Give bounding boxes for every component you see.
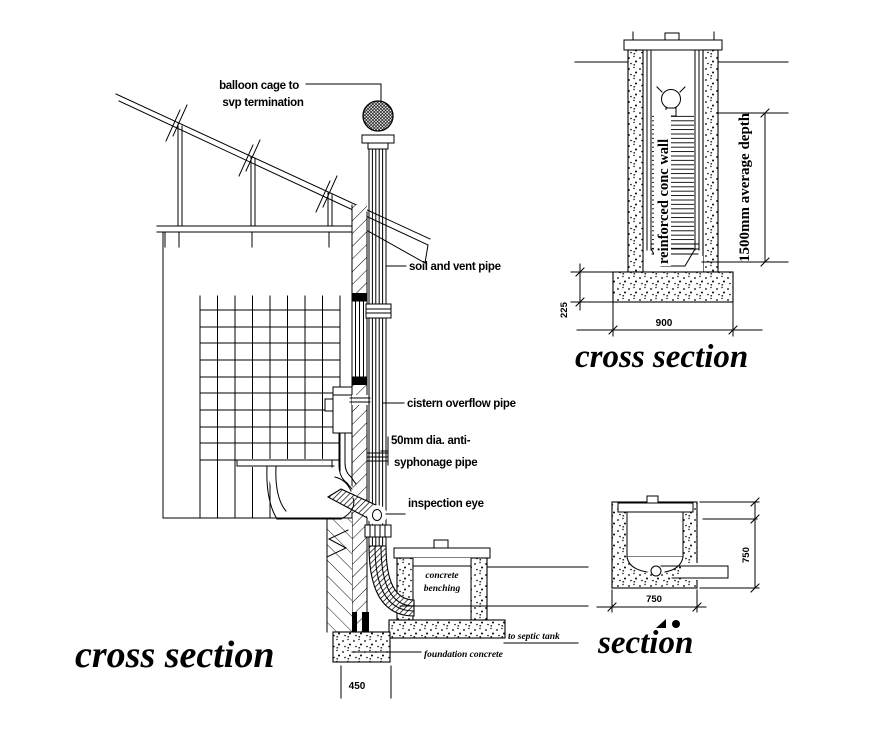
pipe-bend xyxy=(368,545,415,617)
gulley-knob xyxy=(646,495,659,504)
marker-triangle xyxy=(656,619,666,628)
label-average-depth: 1500mm average depth xyxy=(737,112,753,262)
channel-outlet xyxy=(650,565,662,577)
chamber-cover xyxy=(393,547,491,559)
label-to-septic-tank: to septic tank xyxy=(508,632,560,642)
toilet-pan xyxy=(236,459,355,520)
dim-gulley-width: 750 xyxy=(646,594,662,605)
gulley-section: 750 750 section xyxy=(596,495,760,661)
dim-750-width: 750 xyxy=(596,589,707,613)
dim-1500: 1500mm average depth xyxy=(701,108,789,267)
label-anti-syphonage-1: 50mm dia. anti- xyxy=(391,435,471,447)
label-foundation-concrete: foundation concrete xyxy=(424,650,504,660)
tank-cross-section: reinforced conc wall 225 900 1500mm aver… xyxy=(559,31,789,375)
dim-900: 900 xyxy=(576,301,763,337)
toilet xyxy=(237,386,371,519)
balloon-cage-icon xyxy=(362,100,394,132)
tank-base xyxy=(612,271,734,303)
benching-label-1: concrete xyxy=(425,571,459,581)
dim-base-thickness: 225 xyxy=(559,301,570,318)
label-inspection-eye: inspection eye xyxy=(408,498,484,510)
inspection-chamber: concrete benching xyxy=(368,539,589,644)
gulley-cover xyxy=(617,502,694,513)
flush-handle xyxy=(324,398,334,412)
inspection-eye-fitting xyxy=(367,505,387,525)
roof xyxy=(115,93,431,264)
main-cross-section: concrete benching 450 balloon cage to sv… xyxy=(75,80,589,699)
label-balloon-cage-1: balloon cage to xyxy=(219,80,299,92)
dim-foundation-width: 450 xyxy=(349,681,366,692)
dim-gulley-height: 750 xyxy=(741,547,752,563)
pipe-collar xyxy=(364,524,392,538)
tank-title: cross section xyxy=(575,339,748,375)
label-balloon-cage-2: svp termination xyxy=(222,97,303,109)
foundation-block: 450 xyxy=(332,631,422,699)
masonry-wall xyxy=(350,204,369,652)
float-valve xyxy=(661,89,681,109)
label-reinforced-wall: reinforced conc wall xyxy=(656,139,672,264)
ground-hatch xyxy=(326,517,352,633)
benching-label-2: benching xyxy=(424,584,461,594)
label-anti-syphonage-2: syphonage pipe xyxy=(394,457,477,469)
marker-dot xyxy=(672,620,680,628)
tank-cover xyxy=(623,39,723,51)
main-title: cross section xyxy=(75,634,275,676)
ceiling xyxy=(156,225,353,248)
label-soil-vent-pipe: soil and vent pipe xyxy=(409,261,501,273)
roof-posts xyxy=(177,123,333,227)
pipe-fitting xyxy=(365,303,392,319)
gulley-title: section xyxy=(597,625,693,661)
main-labels: balloon cage to svp termination soil and… xyxy=(219,80,560,660)
cistern xyxy=(332,386,353,434)
svp-pipe xyxy=(361,100,395,551)
label-cistern-overflow: cistern overflow pipe xyxy=(407,398,516,410)
dim-base-width: 900 xyxy=(656,318,673,329)
dim-750-height: 750 xyxy=(699,497,760,593)
chamber-base xyxy=(388,619,506,639)
chamber-knob xyxy=(433,539,449,549)
dim-225: 225 xyxy=(559,263,614,318)
